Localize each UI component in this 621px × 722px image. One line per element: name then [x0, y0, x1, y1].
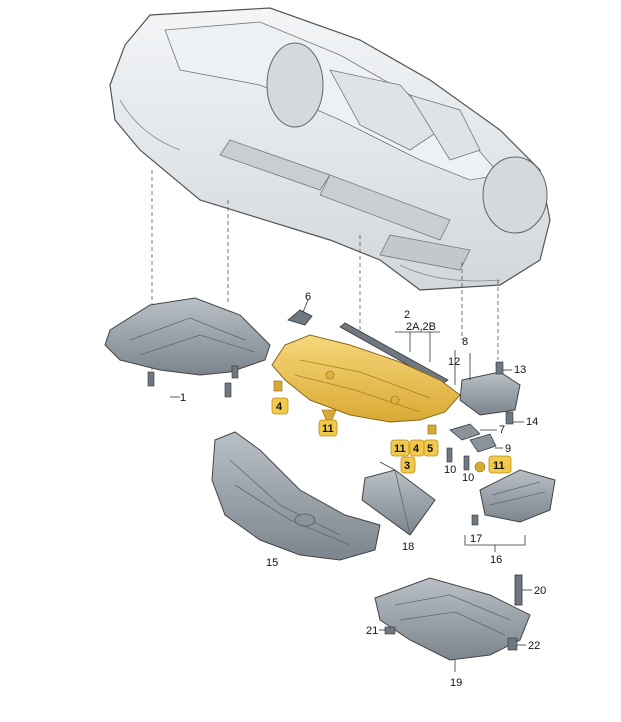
- label-16: 16: [490, 554, 502, 566]
- label-7: 7: [499, 424, 505, 436]
- label-12: 12: [448, 356, 460, 368]
- label-18: 18: [402, 541, 414, 553]
- label-13: 13: [514, 364, 526, 376]
- clip-5: [427, 424, 437, 435]
- label-3: 3: [404, 460, 410, 472]
- center-shield-highlighted: [271, 334, 461, 423]
- label-11b: 11: [394, 443, 406, 455]
- label-15: 15: [266, 557, 278, 569]
- label-4a: 4: [276, 401, 283, 413]
- label-22: 22: [528, 640, 540, 652]
- label-10b: 10: [462, 472, 474, 484]
- label-14: 14: [526, 416, 538, 428]
- part-2-strip: [339, 322, 449, 385]
- part-20-strut: [514, 574, 523, 606]
- label-11c: 11: [493, 460, 505, 472]
- part-19-bottom-shield: [374, 577, 531, 672]
- part-21-nut: [384, 626, 396, 635]
- label-8: 8: [462, 336, 468, 348]
- highlight-badges: [271, 397, 512, 474]
- callout-labels: 1 2 2A,2B 3 4 4 5 6 7 8 9 10 10 11 11 11…: [180, 291, 546, 689]
- car-leader-lines: [151, 170, 499, 370]
- part-1-front-shield: [104, 297, 271, 398]
- label-9: 9: [505, 443, 511, 455]
- part-6-bracket: [287, 299, 313, 326]
- part-18-insulation: [361, 461, 436, 536]
- label-2a-2b: 2A,2B: [406, 321, 436, 333]
- label-1: 1: [180, 392, 186, 404]
- label-17: 17: [470, 533, 482, 545]
- label-21: 21: [366, 625, 378, 637]
- clip-4-highlight: [273, 380, 283, 392]
- clip-11-highlight: [321, 409, 337, 421]
- label-5: 5: [427, 443, 433, 455]
- label-20: 20: [534, 585, 546, 597]
- label-11a: 11: [322, 423, 334, 435]
- label-leaders: [379, 350, 532, 646]
- label-2: 2: [404, 309, 410, 321]
- label-4b: 4: [413, 443, 420, 455]
- part-15-side-panel: [211, 431, 381, 561]
- label-19: 19: [450, 677, 462, 689]
- part-12-side-bracket: [459, 361, 521, 425]
- part-22-bolt: [507, 637, 518, 651]
- car-body: [109, 7, 551, 291]
- label-6: 6: [305, 291, 311, 303]
- part-16-rear-shield: [464, 469, 556, 552]
- label-10a: 10: [444, 464, 456, 476]
- part-7-9-brackets: [446, 423, 497, 473]
